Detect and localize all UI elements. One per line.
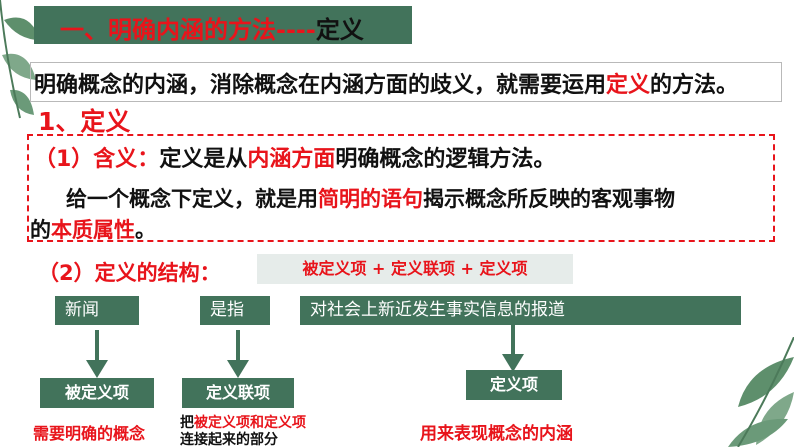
intro-part1: 明确概念的内涵，消除概念在内涵方面的歧义，就需要运用 bbox=[34, 73, 607, 98]
definition-label: （1）含义： bbox=[34, 147, 160, 172]
intro-highlight: 定义 bbox=[606, 73, 651, 98]
definition-line: （1）含义：定义是从内涵方面明确概念的逻辑方法。 bbox=[34, 141, 555, 173]
label-definer: 定义项 bbox=[466, 370, 562, 400]
definition-highlight2: 简明的语句 bbox=[318, 187, 423, 211]
page-title: 一、明确内涵的方法----定义 bbox=[60, 10, 364, 45]
box-report: 对社会上新近发生事实信息的报道 bbox=[300, 296, 741, 325]
caption-copula-prefix: 把 bbox=[180, 415, 194, 431]
title-dashes: ---- bbox=[276, 16, 316, 44]
box-news: 新闻 bbox=[55, 296, 139, 325]
structure-formula: 被定义项 + 定义联项 + 定义项 bbox=[257, 254, 573, 284]
caption-definer: 用来表现概念的内涵 bbox=[420, 424, 573, 444]
caption-copula-line1: 把被定义项和定义项 bbox=[180, 412, 306, 432]
definition-para-line1: 给一个概念下定义，就是用简明的语句揭示概念所反映的客观事物 bbox=[66, 183, 675, 213]
leaf-decoration-icon bbox=[0, 0, 40, 119]
leaf-decoration-icon bbox=[728, 337, 794, 447]
arrow-down-icon bbox=[86, 330, 108, 378]
intro-part2: 的方法。 bbox=[650, 73, 739, 98]
caption-copula-highlight: 被定义项和定义项 bbox=[194, 415, 306, 431]
intro-text: 明确概念的内涵，消除概念在内涵方面的歧义，就需要运用定义的方法。 bbox=[34, 67, 738, 99]
definition-highlight1: 内涵方面 bbox=[247, 147, 336, 172]
arrow-down-icon bbox=[227, 330, 249, 378]
definition-highlight3: 本质属性 bbox=[51, 218, 135, 242]
title-suffix: 定义 bbox=[315, 16, 364, 44]
definition-text1: 定义是从 bbox=[159, 147, 248, 172]
definition-para-line2: 的本质属性。 bbox=[30, 214, 156, 244]
label-copula: 定义联项 bbox=[182, 378, 294, 408]
caption-defined: 需要明确的概念 bbox=[33, 424, 146, 443]
definition-text2: 明确概念的逻辑方法。 bbox=[335, 147, 556, 172]
definition-para-a: 给一个概念下定义，就是用 bbox=[66, 187, 318, 211]
title-prefix: 一、明确内涵的方法 bbox=[60, 16, 276, 44]
structure-label: （2）定义的结构： bbox=[38, 261, 221, 285]
definition-para-b: 揭示概念所反映的客观事物 bbox=[423, 187, 675, 211]
definition-para-d: 。 bbox=[135, 218, 156, 242]
label-defined-term: 被定义项 bbox=[40, 378, 154, 408]
title-bar bbox=[34, 6, 412, 44]
definition-box bbox=[27, 134, 775, 242]
box-is: 是指 bbox=[200, 296, 270, 325]
caption-copula-line2: 连接起来的部分 bbox=[180, 432, 278, 447]
section-heading: 1、定义 bbox=[38, 107, 131, 136]
definition-para-c: 的 bbox=[30, 218, 51, 242]
arrow-down-icon bbox=[502, 324, 524, 372]
intro-box bbox=[30, 62, 782, 102]
